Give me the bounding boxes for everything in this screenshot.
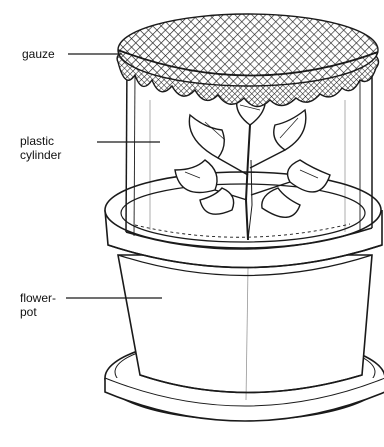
gauze-label: gauze bbox=[22, 47, 55, 61]
flower-pot bbox=[105, 172, 382, 400]
flower-pot-label: flower- pot bbox=[20, 291, 56, 319]
plastic-cylinder-label: plastic cylinder bbox=[20, 134, 61, 162]
gauze bbox=[117, 14, 378, 107]
